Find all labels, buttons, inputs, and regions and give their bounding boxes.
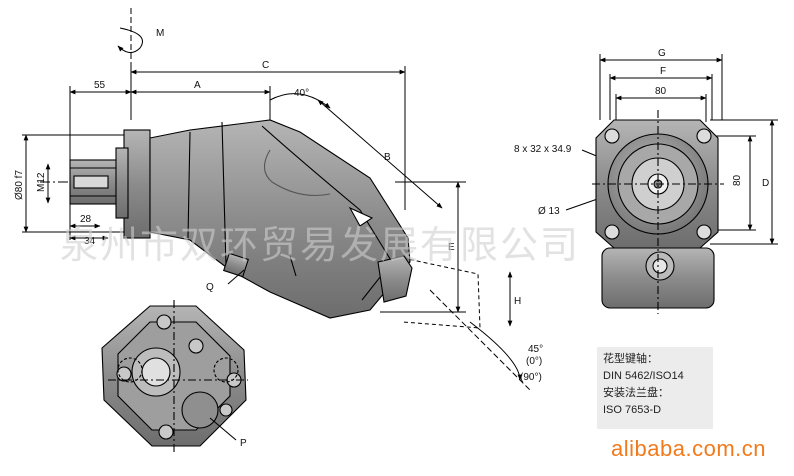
dim-dia80f7: Ø80 f7	[14, 170, 25, 200]
side-view	[22, 8, 531, 391]
dim-80-top: 80	[655, 86, 667, 97]
dim-b: B	[384, 152, 391, 163]
dim-40deg: 40°	[294, 88, 309, 99]
dim-m: M	[156, 28, 164, 39]
dim-m12: M12	[36, 172, 47, 192]
spec-line-1: 花型键轴：	[603, 353, 658, 365]
dim-d: D	[762, 178, 769, 189]
dim-a: A	[194, 80, 201, 91]
dim-dia13: Ø 13	[538, 206, 560, 217]
dimension-labels: M 55 A C 40° B E H Q P G F 80 80 D 8 x 3…	[14, 28, 769, 449]
pump-body-side	[69, 119, 413, 319]
dim-spline: 8 x 32 x 34.9	[514, 144, 572, 155]
dim-g: G	[658, 48, 666, 59]
dim-90deg: (90°)	[520, 372, 542, 383]
spec-line-4: ISO 7653-D	[603, 404, 662, 416]
alibaba-logo: alibaba.com.cn	[611, 436, 766, 461]
pump-body-front	[592, 110, 724, 314]
spec-line-2: DIN 5462/ISO14	[603, 370, 684, 382]
spec-line-3: 安装法兰盘：	[603, 387, 669, 399]
dim-p: P	[240, 438, 247, 449]
dim-0deg: (0°)	[526, 356, 542, 367]
dim-f: F	[660, 66, 666, 77]
spec-box: 花型键轴： DIN 5462/ISO14 安装法兰盘： ISO 7653-D	[597, 347, 713, 429]
dim-h: H	[514, 296, 521, 307]
q-leader	[227, 269, 245, 285]
dim-q: Q	[206, 282, 214, 293]
dim-e: E	[448, 242, 455, 253]
dim-80-side: 80	[732, 174, 743, 186]
dim-28: 28	[80, 214, 92, 225]
dim-55: 55	[94, 80, 106, 91]
dim-34: 34	[84, 236, 96, 247]
watermark-text: 泉州市双环贸易发展有限公司	[60, 223, 580, 267]
dim-c: C	[262, 60, 269, 71]
dim-45deg: 45°	[528, 344, 543, 355]
port-view	[101, 300, 248, 452]
